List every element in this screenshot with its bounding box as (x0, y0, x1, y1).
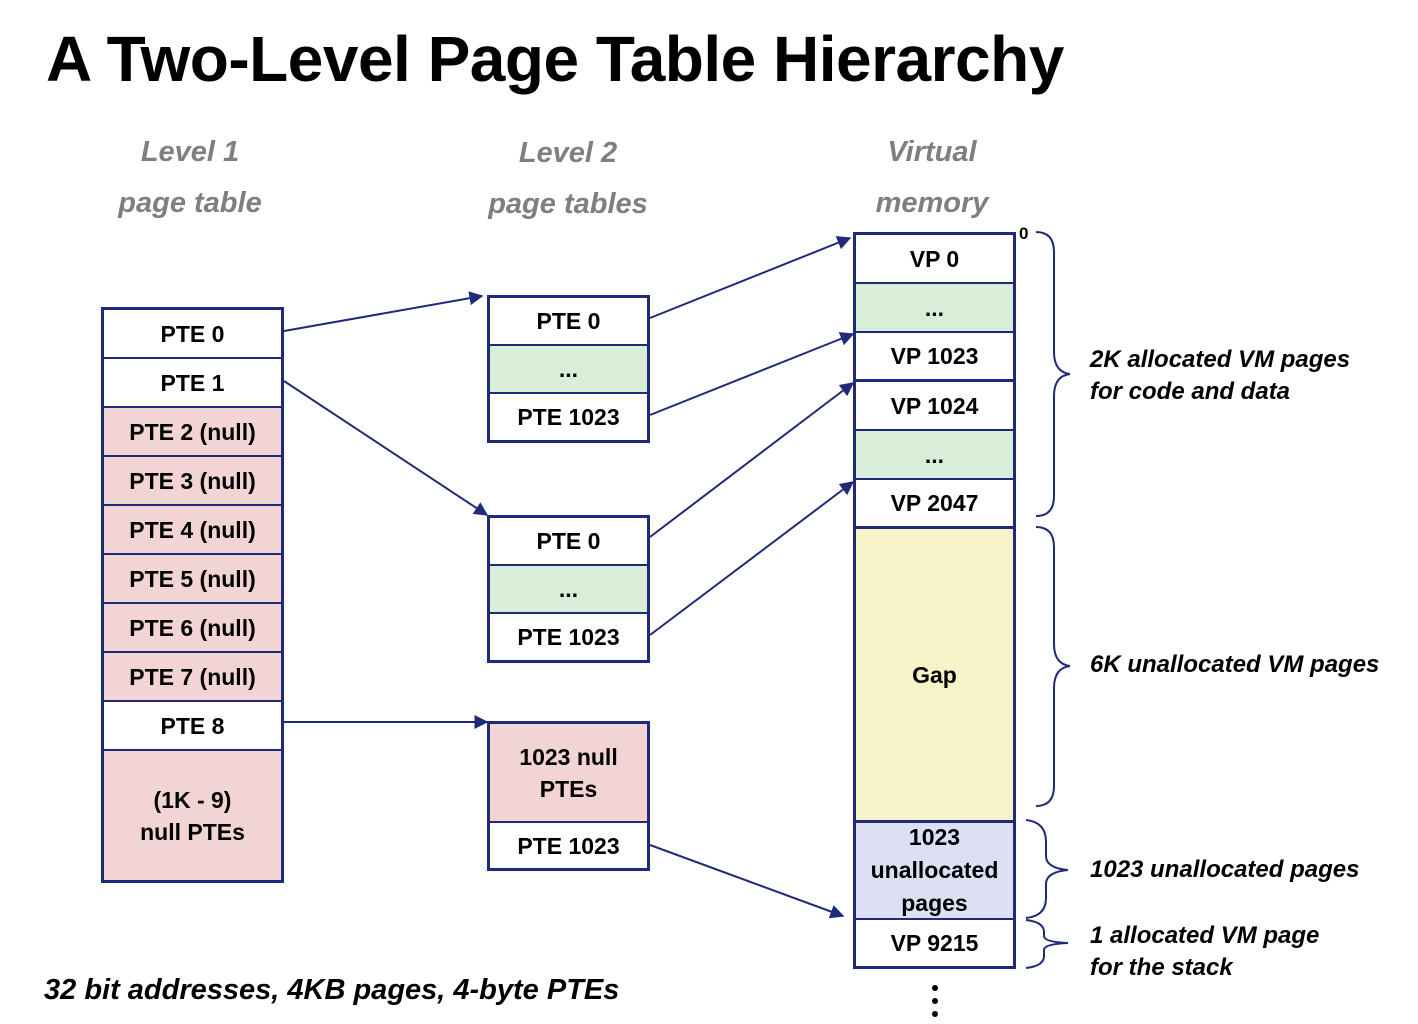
arrow-l1-pte0 (283, 291, 484, 332)
arrow-l2b-pte1023 (649, 481, 855, 636)
vp-1023: VP 1023 (856, 333, 1013, 382)
vp-1024: VP 1024 (856, 382, 1013, 431)
level2a-pte-1023: PTE 1023 (490, 394, 647, 440)
level1-pte-5: PTE 5 (null) (104, 555, 281, 604)
level2b-pte-0: PTE 0 (490, 518, 647, 566)
arrow-l2a-pte1023 (649, 332, 855, 416)
arrow-l2c-pte1023 (649, 844, 845, 919)
level1-pte-8: PTE 8 (104, 702, 281, 751)
annotation-gap: 6K unallocated VM pages (1090, 651, 1380, 678)
brace-gap (1035, 526, 1071, 807)
level1-pte-7: PTE 7 (null) (104, 653, 281, 702)
vm-ellipsis-1: ... (856, 284, 1013, 333)
vm-gap: Gap (856, 529, 1013, 823)
level1-pte-0: PTE 0 (104, 310, 281, 359)
brace-unallocated (1025, 819, 1069, 919)
arrow-l1-pte1 (283, 380, 489, 516)
level2c-null-ptes: 1023 null PTEs (490, 724, 647, 823)
level1-page-table: PTE 0 PTE 1 PTE 2 (null) PTE 3 (null) PT… (101, 307, 284, 883)
level1-heading: Level 1 page table (118, 136, 262, 219)
annotation-code-data: 2K allocated VM pages for code and data (1090, 346, 1351, 405)
dot-3 (932, 1011, 938, 1017)
level1-pte-3: PTE 3 (null) (104, 457, 281, 506)
level1-pte-4: PTE 4 (null) (104, 506, 281, 555)
level2-table-c: 1023 null PTEs PTE 1023 (487, 721, 650, 871)
level1-pte-1: PTE 1 (104, 359, 281, 408)
level2c-pte-1023: PTE 1023 (490, 823, 647, 868)
level2b-pte-1023: PTE 1023 (490, 614, 647, 660)
level1-null-ptes: (1K - 9) null PTEs (104, 751, 281, 880)
footer-note: 32 bit addresses, 4KB pages, 4-byte PTEs (44, 974, 620, 1006)
arrow-l2a-pte0 (649, 236, 852, 319)
vp-2047: VP 2047 (856, 480, 1013, 529)
level2-table-a: PTE 0 ... PTE 1023 (487, 295, 650, 443)
vm-ellipsis-2: ... (856, 431, 1013, 480)
level2a-pte-0: PTE 0 (490, 298, 647, 346)
continuation-dots (929, 985, 941, 1024)
arrow-l2b-pte0 (649, 382, 855, 538)
dot-1 (932, 985, 938, 991)
level1-pte-6: PTE 6 (null) (104, 604, 281, 653)
annotation-unallocated-pages: 1023 unallocated pages (1090, 856, 1360, 883)
level2-table-b: PTE 0 ... PTE 1023 (487, 515, 650, 663)
virtual-memory-column: VP 0 ... VP 1023 VP 1024 ... VP 2047 Gap… (853, 232, 1016, 969)
level2a-ellipsis: ... (490, 346, 647, 394)
vp-0: VP 0 (856, 235, 1013, 284)
page-title: A Two-Level Page Table Hierarchy (46, 23, 1064, 95)
level1-pte-2: PTE 2 (null) (104, 408, 281, 457)
brace-stack (1025, 919, 1069, 969)
vp-9215: VP 9215 (856, 920, 1013, 966)
annotation-stack: 1 allocated VM page for the stack (1090, 922, 1320, 981)
level2-heading: Level 2 page tables (488, 137, 648, 220)
brace-code-data (1035, 231, 1071, 517)
virtual-memory-heading: Virtual memory (875, 136, 989, 219)
level2b-ellipsis: ... (490, 566, 647, 614)
address-zero-label: 0 (1019, 224, 1029, 243)
vm-unallocated-pages: 1023 unallocated pages (856, 823, 1013, 920)
dot-2 (932, 998, 938, 1004)
